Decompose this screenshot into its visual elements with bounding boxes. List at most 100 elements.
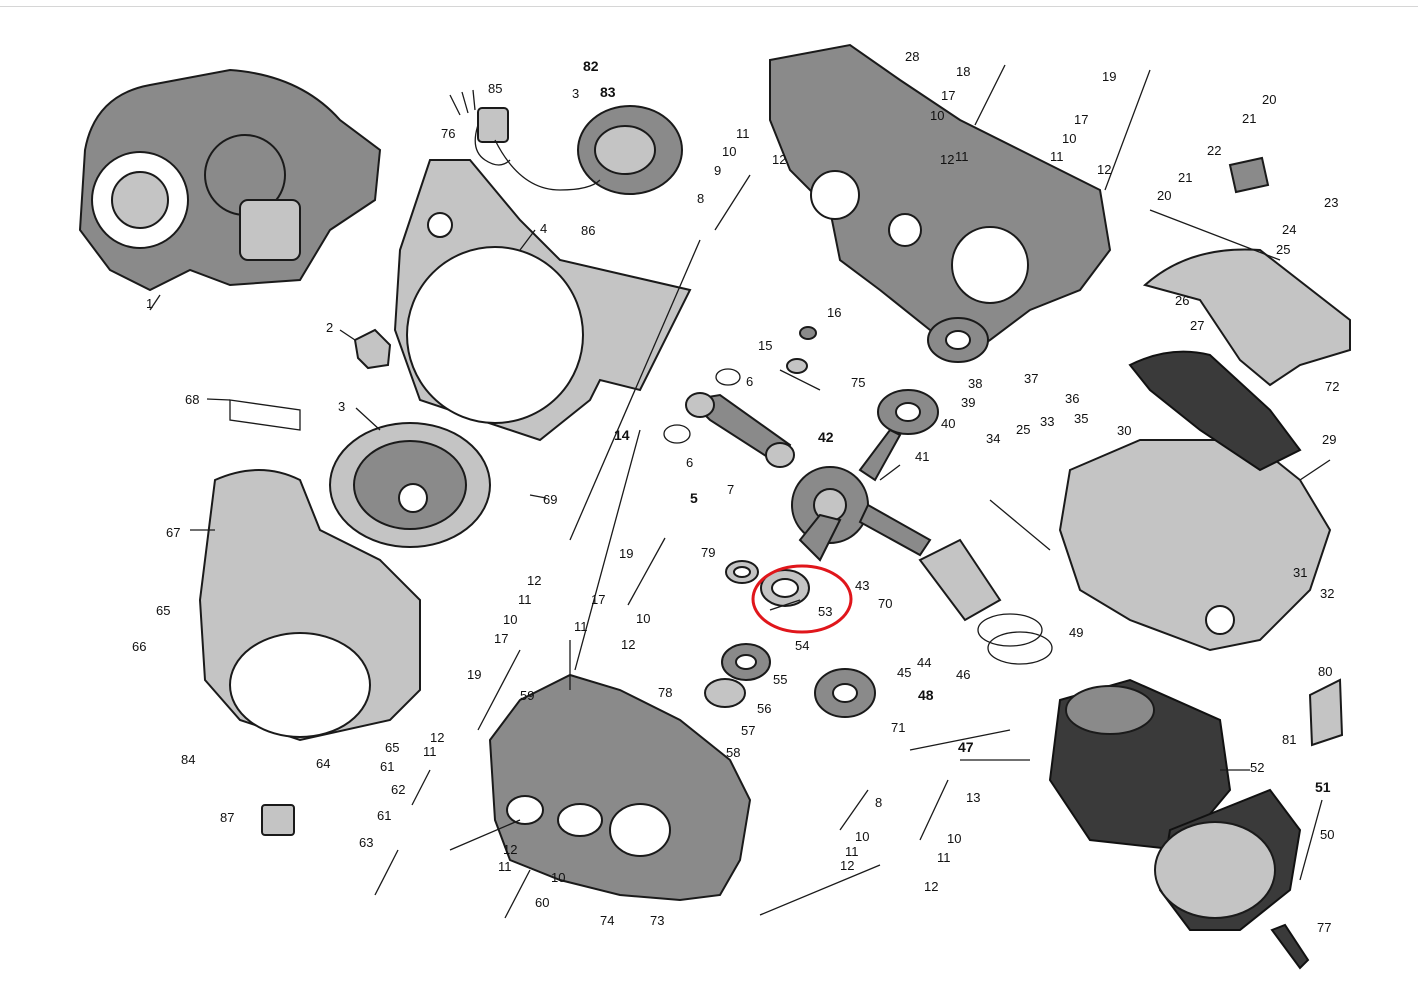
label-part-45: 45 (897, 665, 911, 680)
label-part-47: 47 (958, 739, 974, 755)
label-part-19b: 19 (619, 546, 633, 561)
label-part-11i: 11 (937, 850, 951, 865)
label-part-2: 2 (326, 320, 333, 335)
label-part-12d: 12 (527, 573, 541, 588)
label-part-11e: 11 (574, 619, 588, 634)
label-part-60: 60 (535, 895, 549, 910)
label-part-78: 78 (658, 685, 672, 700)
label-part-80: 80 (1318, 664, 1332, 679)
label-part-11g: 11 (498, 859, 512, 874)
label-part-5: 5 (690, 490, 698, 506)
label-part-12h: 12 (840, 858, 854, 873)
label-part-50: 50 (1320, 827, 1334, 842)
crankshaft-illustration (791, 428, 932, 562)
label-part-55: 55 (773, 672, 787, 687)
label-part-66: 66 (132, 639, 146, 654)
label-part-59: 59 (520, 688, 534, 703)
label-part-1: 1 (146, 296, 153, 311)
label-part-43: 43 (855, 578, 869, 593)
label-part-41: 41 (915, 449, 929, 464)
label-part-12b: 12 (940, 152, 954, 167)
label-part-11f: 11 (423, 744, 437, 759)
label-part-67: 67 (166, 525, 180, 540)
label-part-10g: 10 (855, 829, 869, 844)
label-part-14: 14 (614, 427, 630, 443)
leader-lines (149, 209, 1331, 916)
label-part-13: 13 (966, 790, 980, 805)
label-part-4: 4 (540, 221, 547, 236)
label-part-70: 70 (878, 596, 892, 611)
label-part-53: 53 (818, 604, 832, 619)
label-part-44: 44 (917, 655, 931, 670)
label-part-10f: 10 (551, 870, 565, 885)
label-part-10d: 10 (503, 612, 517, 627)
lower-crankcase-illustration (488, 673, 752, 902)
label-part-51: 51 (1315, 779, 1331, 795)
cooling-shroud-illustration (198, 469, 421, 742)
label-part-52: 52 (1250, 760, 1264, 775)
label-part-10h: 10 (947, 831, 961, 846)
label-part-76: 76 (441, 126, 455, 141)
label-part-49: 49 (1069, 625, 1083, 640)
label-part-22: 22 (1207, 143, 1221, 158)
label-part-40: 40 (941, 416, 955, 431)
label-part-48: 48 (918, 687, 934, 703)
clip-68-illustration (229, 399, 301, 431)
label-part-87: 87 (220, 810, 234, 825)
label-part-75: 75 (851, 375, 865, 390)
flywheel-fan-illustration (329, 422, 491, 548)
label-part-30: 30 (1117, 423, 1131, 438)
upper-crankcase-illustration (769, 43, 1112, 362)
label-part-35: 35 (1074, 411, 1088, 426)
label-part-6b: 6 (686, 455, 693, 470)
label-part-16: 16 (827, 305, 841, 320)
label-part-63: 63 (359, 835, 373, 850)
label-part-15: 15 (758, 338, 772, 353)
label-part-72: 72 (1325, 379, 1339, 394)
label-part-17: 17 (941, 88, 955, 103)
label-part-21: 21 (1242, 111, 1256, 126)
label-part-12: 12 (772, 152, 786, 167)
label-part-12i: 12 (924, 879, 938, 894)
label-part-46: 46 (956, 667, 970, 682)
gasket-80-illustration (1308, 678, 1344, 747)
label-part-83: 83 (600, 84, 616, 100)
label-part-8: 8 (697, 191, 704, 206)
label-part-79: 79 (701, 545, 715, 560)
oil-seal-53-illustration (725, 560, 810, 607)
connecting-rod-illustration (685, 392, 795, 468)
label-part-24: 24 (1282, 222, 1296, 237)
label-part-25b: 25 (1016, 422, 1030, 437)
label-part-27: 27 (1190, 318, 1204, 333)
label-part-73: 73 (650, 913, 664, 928)
side-cover-illustration (1058, 439, 1332, 652)
label-part-17d: 17 (591, 592, 605, 607)
label-part-77: 77 (1317, 920, 1331, 935)
label-part-58: 58 (726, 745, 740, 760)
label-part-85: 85 (488, 81, 502, 96)
label-part-8b: 8 (875, 795, 882, 810)
label-part-31: 31 (1293, 565, 1307, 580)
small-washers-illustration (663, 326, 817, 444)
label-part-74: 74 (600, 913, 614, 928)
cylinder-illustration (1048, 678, 1232, 852)
label-part-18: 18 (956, 64, 970, 79)
label-part-20: 20 (1262, 92, 1276, 107)
label-part-21b: 21 (1178, 170, 1192, 185)
ignition-wiring-illustration (449, 89, 601, 191)
label-part-65: 65 (156, 603, 170, 618)
bearings-illustration (704, 317, 989, 718)
label-part-86: 86 (581, 223, 595, 238)
label-part-19: 19 (1102, 69, 1116, 84)
label-part-39: 39 (961, 395, 975, 410)
label-part-23: 23 (1324, 195, 1338, 210)
label-part-12f: 12 (430, 730, 444, 745)
label-part-36: 36 (1065, 391, 1079, 406)
highlight-circle-part-53 (751, 564, 853, 634)
label-part-37: 37 (1024, 371, 1038, 386)
top-divider (0, 6, 1418, 7)
label-part-3-sub: 3 (572, 86, 579, 101)
label-part-7: 7 (727, 482, 734, 497)
label-part-29: 29 (1322, 432, 1336, 447)
small-cover-illustration (353, 328, 392, 370)
